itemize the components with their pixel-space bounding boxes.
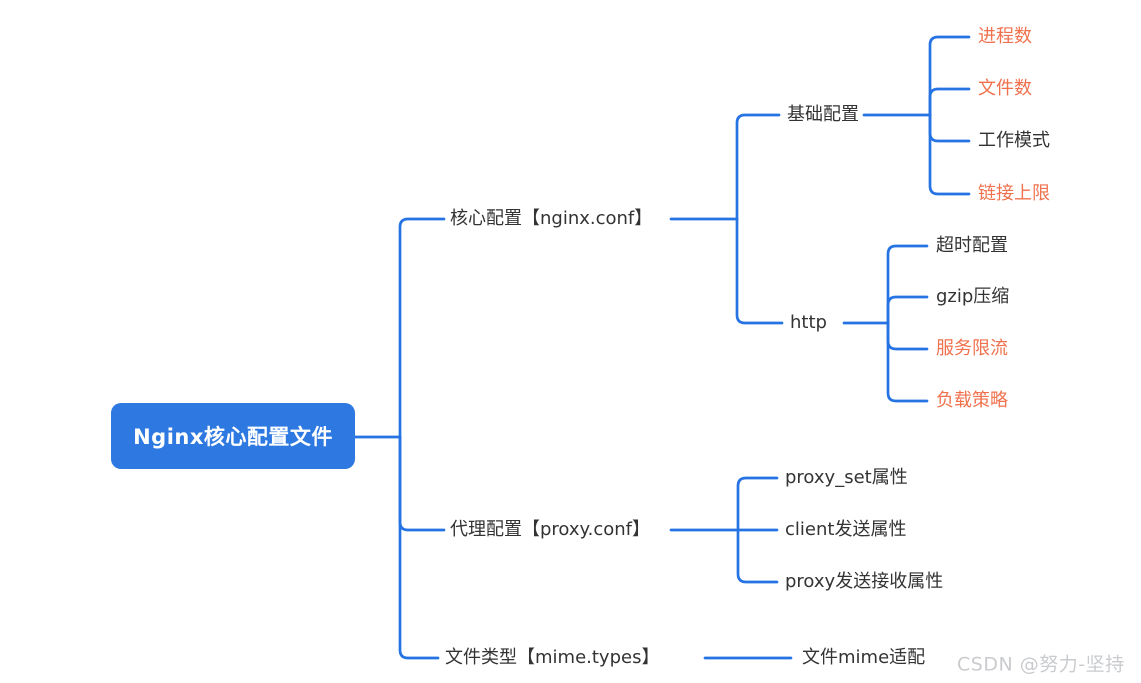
node-proxy-set-attr[interactable]: proxy_set属性 xyxy=(785,467,908,488)
edge-http-to-rate-limit xyxy=(886,321,929,351)
node-process-count[interactable]: 进程数 xyxy=(978,26,1032,47)
edge-basic-to-work-mode xyxy=(928,113,971,143)
node-mime-match[interactable]: 文件mime适配 xyxy=(802,647,926,668)
node-load-policy[interactable]: 负载策略 xyxy=(936,390,1008,411)
edge-proxy-to-proxy-set xyxy=(736,476,779,532)
node-http[interactable]: http xyxy=(790,312,827,333)
node-timeout-config[interactable]: 超时配置 xyxy=(936,235,1008,256)
edge-basic-to-process-count xyxy=(928,35,971,117)
node-proxy-send-recv-attr[interactable]: proxy发送接收属性 xyxy=(785,571,944,592)
node-rate-limit[interactable]: 服务限流 xyxy=(936,338,1008,359)
node-proxy-config[interactable]: 代理配置【proxy.conf】 xyxy=(450,519,651,540)
node-root[interactable]: Nginx核心配置文件 xyxy=(111,403,355,469)
edge-http-to-load-policy xyxy=(886,321,929,403)
node-core-config[interactable]: 核心配置【nginx.conf】 xyxy=(450,208,653,229)
edge-core-to-http xyxy=(735,217,784,325)
edge-proxy-to-proxy-send-recv xyxy=(736,528,779,584)
edge-basic-to-file-count xyxy=(928,87,971,117)
edge-root-to-proxy xyxy=(398,435,446,532)
edge-http-to-timeout xyxy=(886,244,929,325)
edge-root-to-core xyxy=(398,217,446,439)
edge-basic-to-connection-limit xyxy=(928,113,971,196)
node-file-count[interactable]: 文件数 xyxy=(978,78,1032,99)
node-client-send-attr[interactable]: client发送属性 xyxy=(785,519,907,540)
node-basic-config[interactable]: 基础配置 xyxy=(787,104,859,125)
edge-root-to-mime xyxy=(398,435,440,660)
edge-core-to-basic xyxy=(735,113,781,221)
watermark: CSDN @努力-坚持 xyxy=(957,653,1125,676)
node-file-type[interactable]: 文件类型【mime.types】 xyxy=(445,647,660,668)
node-connection-limit[interactable]: 链接上限 xyxy=(978,183,1050,204)
node-work-mode[interactable]: 工作模式 xyxy=(978,130,1050,151)
node-gzip-compress[interactable]: gzip压缩 xyxy=(936,286,1010,307)
edge-http-to-gzip xyxy=(886,295,929,325)
